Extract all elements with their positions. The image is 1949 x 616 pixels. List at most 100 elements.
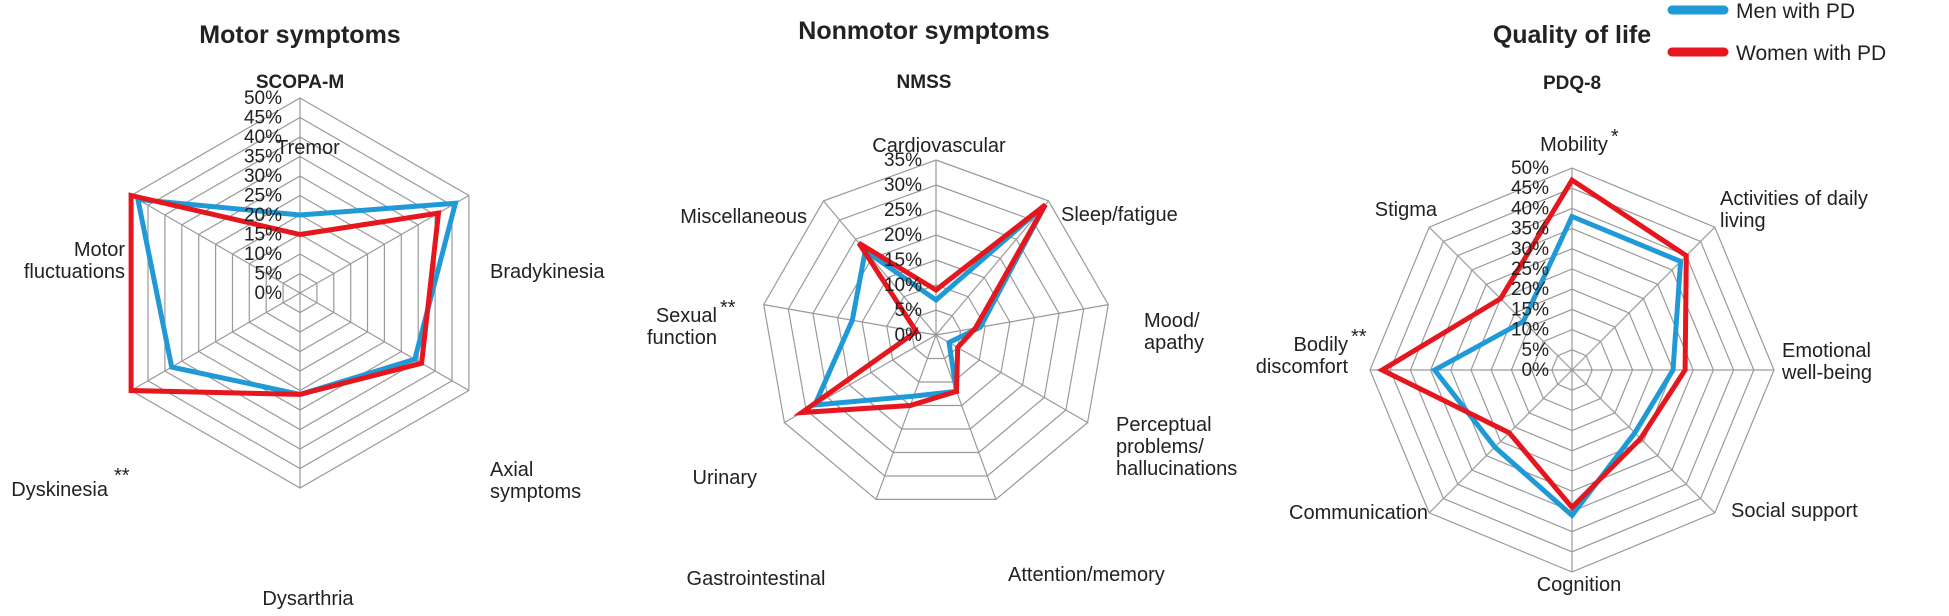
category-label: Sleep/fatigue — [1061, 204, 1178, 226]
category-label: Sexual — [656, 305, 717, 327]
chart-title: Motor symptoms — [199, 21, 400, 49]
tick-label: 35% — [884, 150, 922, 171]
category-label: Mood/ — [1144, 310, 1200, 332]
tick-label: 10% — [244, 244, 282, 265]
category-label: apathy — [1144, 332, 1204, 354]
tick-label: 35% — [244, 147, 282, 168]
grid-spoke — [823, 200, 937, 336]
series-women-line — [1376, 176, 1689, 512]
category-label: Cognition — [1537, 574, 1622, 596]
category-label: Axial — [490, 459, 533, 481]
tick-label: 35% — [1511, 219, 1549, 240]
category-label: well-being — [1781, 362, 1872, 384]
grid-spoke — [130, 194, 301, 294]
tick-label: 15% — [884, 250, 922, 271]
tick-label: 25% — [1511, 259, 1549, 280]
tick-label: 40% — [244, 127, 282, 148]
tick-label: 15% — [1511, 299, 1549, 320]
tick-label: 0% — [255, 283, 283, 304]
grid-ring — [787, 184, 1085, 477]
grid-ring — [763, 159, 1109, 500]
radar-panel-motor: Motor symptomsSCOPA-M0%5%10%15%20%25%30%… — [11, 21, 605, 610]
category-label: Dyskinesia — [11, 479, 109, 501]
grid-spoke — [935, 304, 1109, 336]
tick-label: 40% — [1511, 198, 1549, 219]
legend-label: Women with PD — [1736, 42, 1886, 65]
category-label: Activities of daily — [1720, 188, 1868, 210]
category-label: Bradykinesia — [490, 261, 605, 283]
category-label: Miscellaneous — [680, 206, 807, 228]
tick-label: 30% — [1511, 239, 1549, 260]
category-label: Gastrointestinal — [687, 568, 826, 590]
tick-label: 45% — [1511, 178, 1549, 199]
category-label: Perceptual — [1116, 414, 1212, 436]
series-women-line — [793, 202, 1048, 416]
tick-label: 20% — [1511, 279, 1549, 300]
grid-spoke — [875, 334, 937, 500]
category-label: Dysarthria — [262, 588, 354, 610]
grid-ring — [812, 209, 1060, 454]
series-women-line — [128, 192, 442, 397]
category-label: Bodily — [1294, 334, 1348, 356]
chart-title: Quality of life — [1493, 21, 1651, 49]
tick-label: 30% — [244, 166, 282, 187]
category-label: fluctuations — [24, 261, 125, 283]
tick-label: 10% — [884, 275, 922, 296]
category-label: Stigma — [1375, 199, 1438, 221]
grid-spoke — [1571, 369, 1716, 514]
grid-spoke — [1428, 369, 1573, 514]
tick-label: 5% — [895, 300, 923, 321]
chart-subtitle: PDQ-8 — [1543, 73, 1601, 94]
category-label: Emotional — [1782, 340, 1871, 362]
category-label: Cardiovascular — [872, 135, 1006, 157]
tick-label: 20% — [244, 205, 282, 226]
tick-label: 5% — [1522, 340, 1550, 361]
tick-label: 30% — [884, 175, 922, 196]
tick-label: 25% — [244, 186, 282, 207]
grid-ring — [910, 309, 962, 360]
grid-spoke — [935, 200, 1049, 336]
category-label: Urinary — [693, 467, 757, 489]
category-label: hallucinations — [1116, 458, 1237, 480]
tick-label: 50% — [244, 88, 282, 109]
tick-label: 5% — [255, 264, 283, 285]
significance-marker: ** — [1351, 326, 1367, 348]
series-men-line — [1430, 213, 1684, 520]
chart-title: Nonmotor symptoms — [798, 17, 1049, 45]
grid-ring — [886, 284, 986, 383]
tick-label: 15% — [244, 225, 282, 246]
category-label: Motor — [74, 239, 125, 261]
legend-label: Men with PD — [1736, 0, 1855, 23]
grid-ring — [836, 234, 1036, 430]
tick-label: 45% — [244, 108, 282, 129]
significance-marker: ** — [114, 465, 130, 487]
tick-label: 20% — [884, 225, 922, 246]
legend: Men with PD Women with PD — [1667, 0, 1886, 65]
significance-marker: ** — [720, 297, 736, 319]
grid-spoke — [935, 334, 1088, 424]
category-label: living — [1720, 210, 1766, 232]
tick-label: 0% — [1522, 360, 1550, 381]
category-label: Communication — [1289, 502, 1428, 524]
category-label: Tremor — [276, 137, 340, 159]
category-label: Mobility — [1540, 134, 1608, 156]
tick-label: 50% — [1511, 158, 1549, 179]
grid-spoke — [130, 292, 301, 392]
category-label: symptoms — [490, 481, 581, 503]
tick-label: 10% — [1511, 320, 1549, 341]
category-label: discomfort — [1256, 356, 1349, 378]
radar-panel-nonmotor: Nonmotor symptomsNMSS0%5%10%15%20%25%30%… — [647, 17, 1237, 590]
chart-subtitle: SCOPA-M — [256, 72, 344, 93]
tick-label: 25% — [884, 200, 922, 221]
category-label: Attention/memory — [1008, 564, 1165, 586]
grid-spoke — [299, 292, 470, 392]
category-label: problems/ — [1116, 436, 1204, 458]
category-label: Social support — [1731, 500, 1858, 522]
radar-grid — [763, 159, 1109, 500]
grid-spoke — [1571, 226, 1716, 371]
grid-spoke — [935, 334, 997, 500]
category-label: function — [647, 327, 717, 349]
chart-subtitle: NMSS — [897, 72, 952, 93]
